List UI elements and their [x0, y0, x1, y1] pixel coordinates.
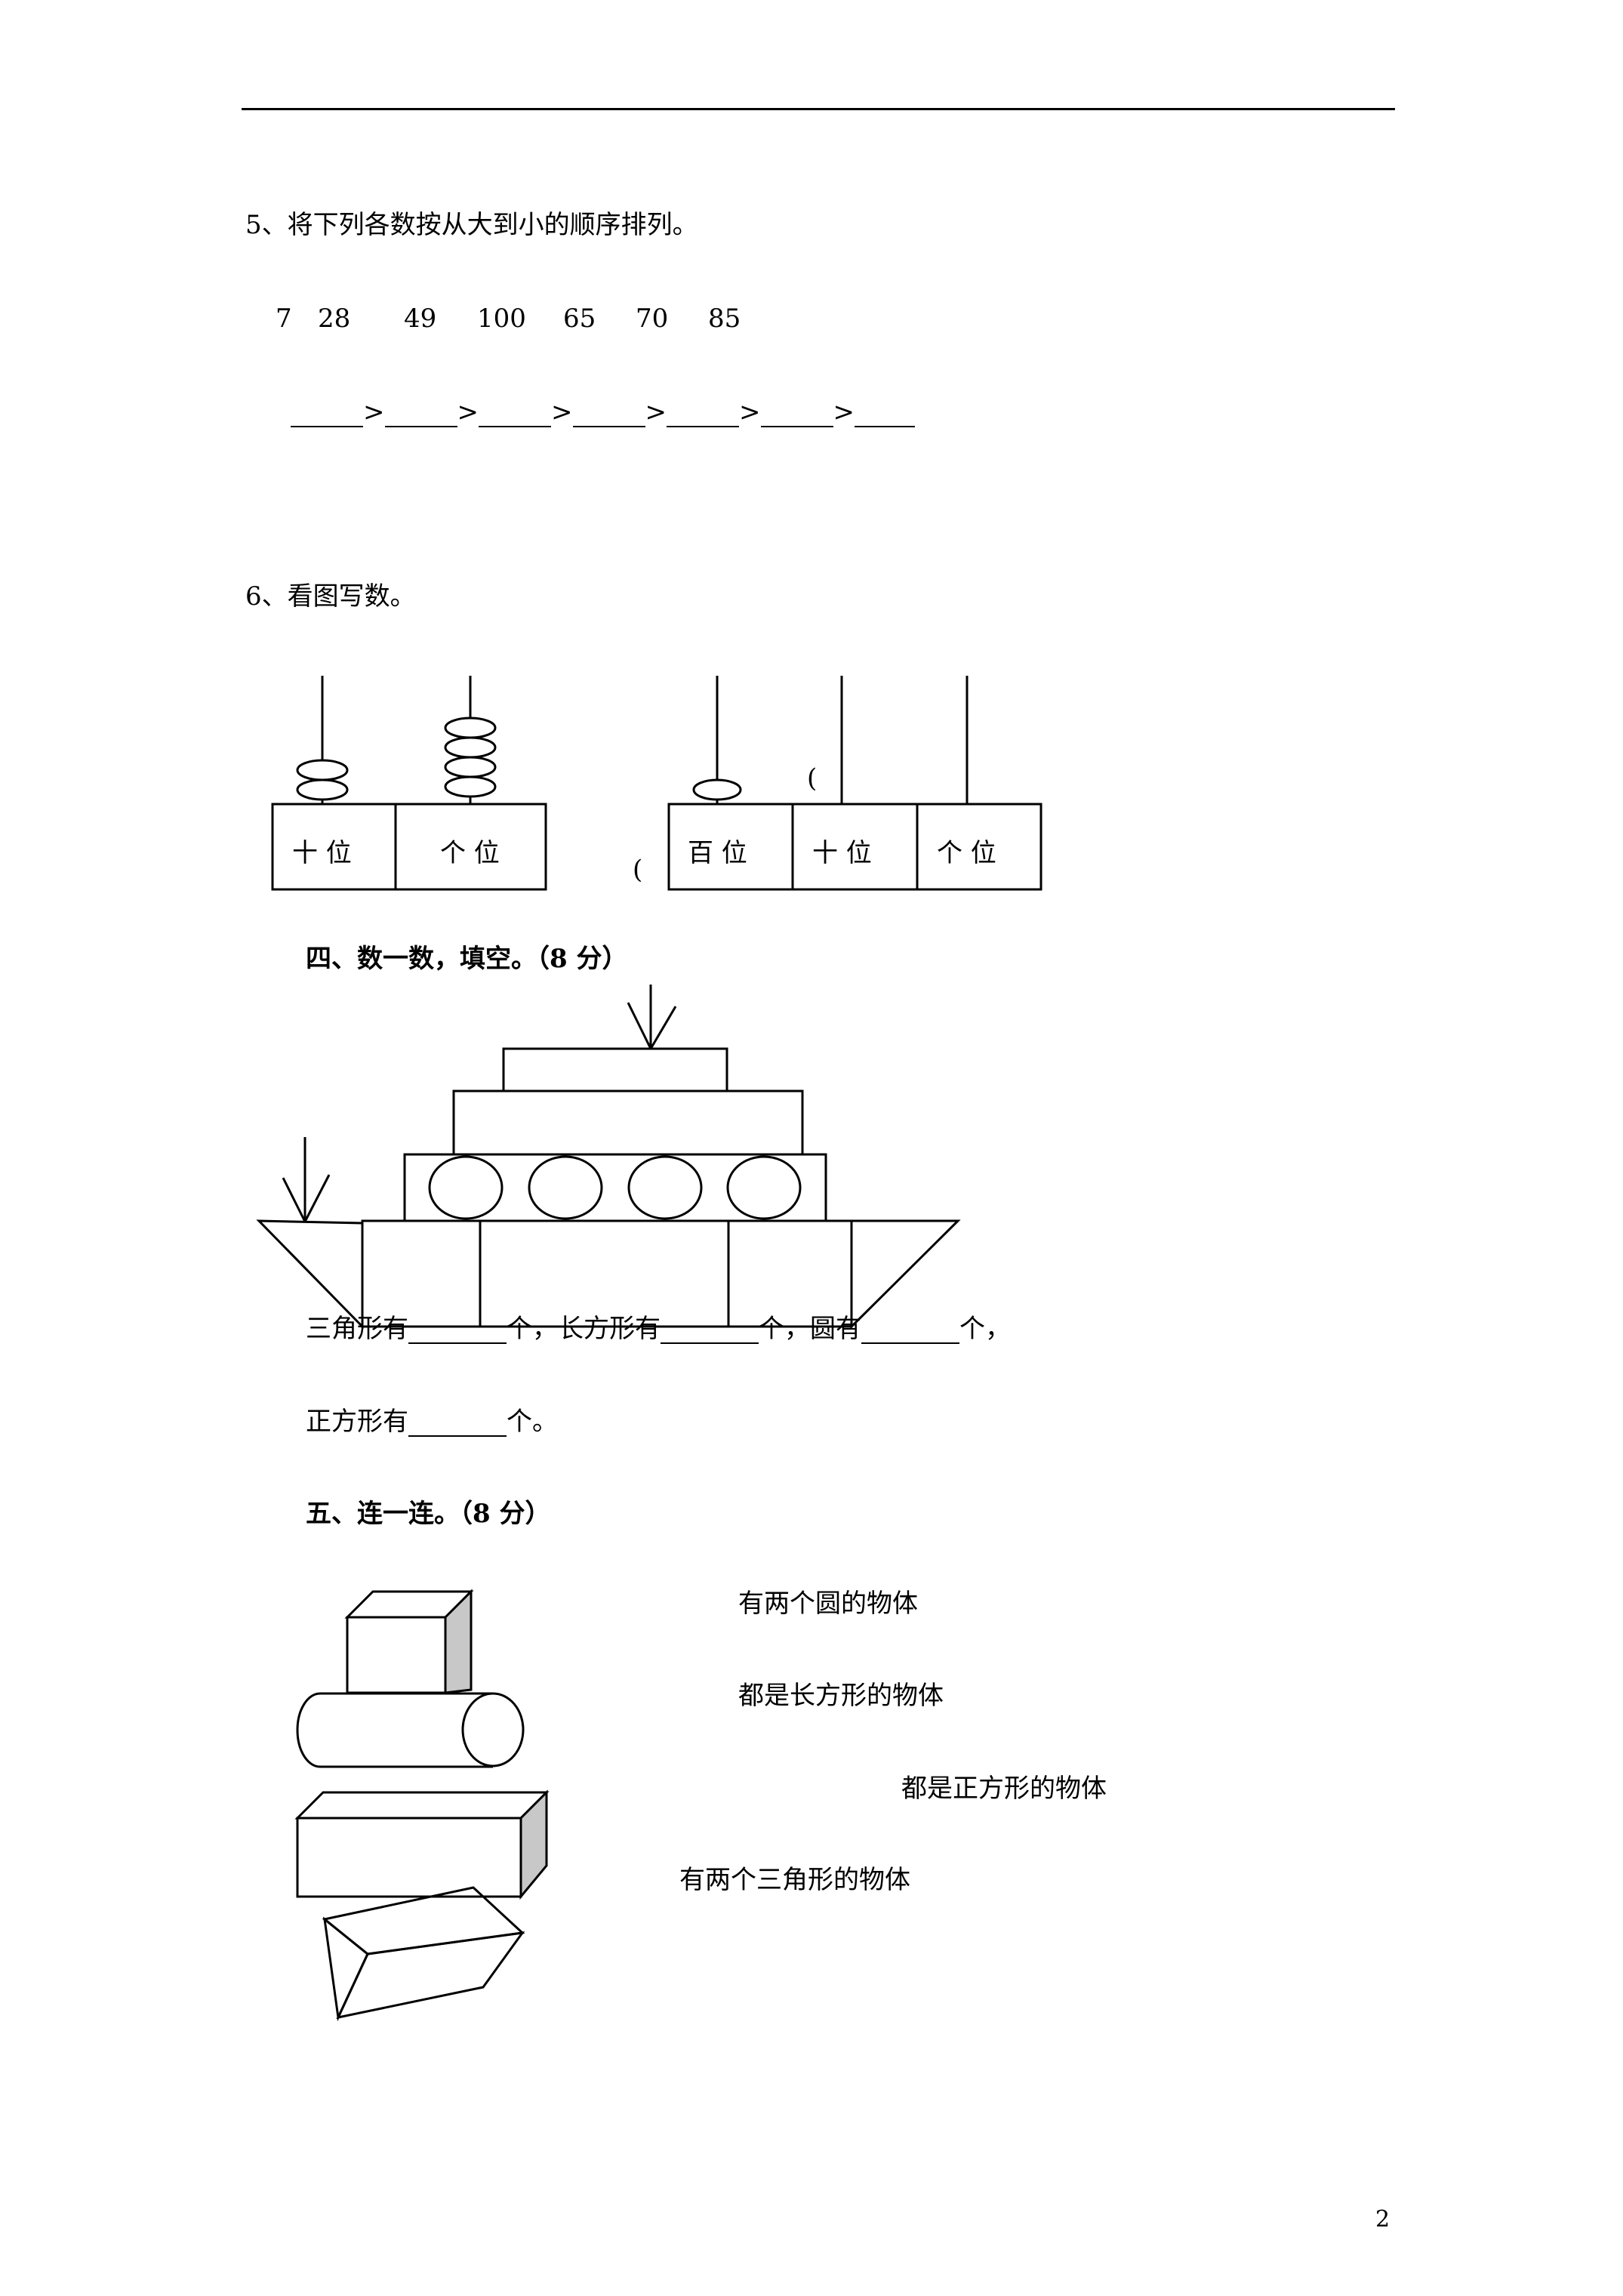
- paren-mark: (: [807, 763, 817, 794]
- cuboid-front-face: [296, 1817, 522, 1898]
- greater-than-sign: >: [551, 397, 573, 427]
- circle-count-blank[interactable]: [861, 1315, 959, 1344]
- abacus-bead: [444, 756, 497, 778]
- window-circle: [627, 1155, 703, 1220]
- q5-number: 85: [708, 304, 741, 334]
- circle-label: 圆有: [810, 1314, 861, 1344]
- mast-line: [627, 1002, 652, 1049]
- answer-blank[interactable]: [572, 399, 645, 427]
- q6-title: 6、看图写数。: [245, 581, 416, 612]
- answer-blank[interactable]: [479, 399, 551, 427]
- header-rule: [242, 108, 1395, 110]
- flag-line: [303, 1174, 331, 1222]
- square-count-blank[interactable]: [408, 1408, 507, 1437]
- cube-figure: [344, 1589, 474, 1694]
- hull-rectangle: [361, 1219, 853, 1328]
- window-circle: [428, 1155, 504, 1220]
- ship-figure: [256, 985, 961, 1330]
- q5-number: 28: [318, 304, 351, 334]
- match-option[interactable]: 都是长方形的物体: [738, 1681, 944, 1711]
- top-rectangle: [502, 1047, 728, 1093]
- abacus-label-tens: 十 位: [812, 838, 872, 868]
- abacus-label-tens: 十 位: [292, 838, 352, 868]
- prism-front-face: [336, 1931, 525, 2020]
- answer-blank[interactable]: [760, 399, 833, 427]
- q5-number: 70: [636, 304, 669, 334]
- rectangle-label: 长方形有: [558, 1314, 661, 1344]
- answer-blank[interactable]: [667, 399, 739, 427]
- match-option[interactable]: 有两个圆的物体: [738, 1589, 918, 1619]
- q5-number: 65: [563, 304, 596, 334]
- unit-label: 个，: [759, 1314, 810, 1344]
- greater-than-sign: >: [645, 397, 667, 427]
- abacus-bead: [444, 717, 497, 739]
- abacus-bead: [444, 775, 497, 798]
- answer-blank[interactable]: [291, 399, 363, 427]
- window-deck-rectangle: [403, 1153, 827, 1222]
- unit-label: 个。: [507, 1407, 558, 1437]
- q5-number: 100: [477, 304, 526, 334]
- abacus-label-hundreds: 百 位: [688, 838, 747, 868]
- rectangle-count-blank[interactable]: [661, 1315, 759, 1344]
- cylinder-figure: [296, 1692, 525, 1768]
- window-circle: [726, 1155, 802, 1220]
- greater-than-sign: >: [363, 397, 385, 427]
- q5-title: 5、将下列各数按从大到小的顺序排列。: [245, 210, 698, 240]
- triangle-count-blank[interactable]: [408, 1315, 507, 1344]
- cuboid-top-face: [294, 1791, 550, 1820]
- hull-triangle-right: [850, 1219, 961, 1330]
- hull-triangle-left: [256, 1219, 364, 1330]
- greater-than-sign: >: [457, 397, 479, 427]
- cube-side-face: [444, 1589, 473, 1694]
- page-number: 2: [1375, 2206, 1390, 2233]
- abacus-base: [271, 803, 547, 891]
- abacus-bead: [444, 736, 497, 759]
- match-option[interactable]: 都是正方形的物体: [901, 1774, 1107, 1804]
- abacus-label-ones: 个 位: [937, 838, 996, 868]
- q5-answer-row: > > > > > >: [291, 397, 915, 427]
- cylinder-end-circle: [461, 1692, 525, 1767]
- cuboid-figure: [294, 1789, 550, 1900]
- q5-number: 49: [404, 304, 437, 334]
- flag-line: [282, 1177, 306, 1222]
- abacus-bead: [296, 778, 349, 801]
- unit-label: 个，: [507, 1314, 558, 1344]
- abacus-tens-ones: [271, 676, 547, 891]
- s4-title: 四、数一数，填空。（8 分）: [306, 944, 628, 974]
- paren-mark: (: [633, 855, 642, 885]
- prism-triangle-face: [322, 1916, 369, 2022]
- abacus-base: [667, 803, 1042, 891]
- square-label: 正方形有: [306, 1407, 408, 1437]
- answer-blank[interactable]: [384, 399, 457, 427]
- cube-front-face: [346, 1616, 447, 1694]
- answer-blank[interactable]: [855, 399, 915, 427]
- cylinder-body: [296, 1692, 493, 1768]
- abacus-label-ones: 个 位: [440, 838, 500, 868]
- greater-than-sign: >: [833, 397, 855, 427]
- window-circle: [528, 1155, 603, 1220]
- s5-title: 五、连一连。（8 分）: [306, 1499, 551, 1529]
- greater-than-sign: >: [739, 397, 761, 427]
- match-option[interactable]: 有两个三角形的物体: [679, 1865, 910, 1895]
- mast-line: [649, 1006, 677, 1049]
- abacus-hundreds-tens-ones: [667, 676, 1042, 891]
- q5-number: 7: [276, 304, 292, 334]
- unit-label: 个，: [959, 1314, 1011, 1344]
- s4-line1: 三角形有个，长方形有个，圆有个，: [306, 1314, 1011, 1344]
- middle-rectangle: [452, 1089, 804, 1156]
- triangle-label: 三角形有: [306, 1314, 408, 1344]
- abacus-bead: [296, 759, 349, 781]
- abacus-bead: [692, 778, 742, 801]
- s4-line2: 正方形有 个。: [306, 1407, 558, 1437]
- cuboid-side-face: [519, 1789, 548, 1900]
- prism-figure: [322, 1886, 525, 2022]
